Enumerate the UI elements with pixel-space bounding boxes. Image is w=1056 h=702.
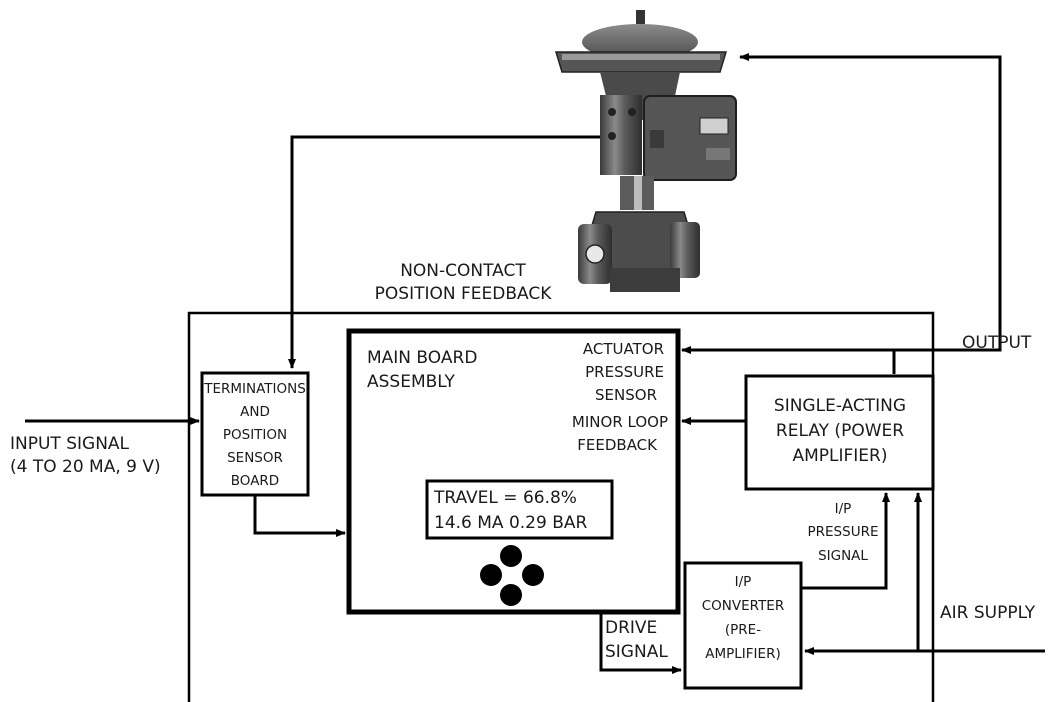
svg-text:BOARD: BOARD [231, 473, 279, 489]
control-valve-image [554, 10, 737, 292]
svg-text:MINOR LOOP: MINOR LOOP [572, 413, 668, 431]
svg-text:TRAVEL = 66.8%: TRAVEL = 66.8% [433, 488, 577, 508]
actuator-dome [582, 24, 698, 60]
converter-box [683, 561, 803, 690]
svg-text:PRESSURE: PRESSURE [585, 363, 664, 381]
output-line [739, 53, 1002, 374]
display-box [425, 479, 614, 540]
positioner-lcd [699, 117, 729, 135]
converter-box-label: I/P CONVERTER (PRE- AMPLIFIER) [702, 574, 784, 662]
four-dot-keypad-icon [480, 545, 544, 606]
svg-text:POSITION FEEDBACK: POSITION FEEDBACK [375, 284, 553, 304]
svg-text:SINGLE-ACTING: SINGLE-ACTING [774, 396, 906, 416]
svg-text:POSITION: POSITION [223, 427, 287, 443]
ip-pressure-line [801, 492, 890, 590]
svg-text:AMPLIFIER): AMPLIFIER) [705, 646, 780, 662]
outlet-flange [670, 222, 700, 278]
svg-text:AND: AND [240, 404, 270, 420]
svg-text:SENSOR: SENSOR [595, 386, 657, 404]
svg-text:SENSOR: SENSOR [227, 450, 283, 466]
drive-signal-label: DRIVE SIGNAL [605, 618, 668, 662]
svg-text:AMPLIFIER): AMPLIFIER) [792, 446, 887, 466]
svg-text:ASSEMBLY: ASSEMBLY [367, 372, 455, 392]
svg-text:14.6 MA 0.29 BAR: 14.6 MA 0.29 BAR [434, 513, 588, 533]
svg-text:SIGNAL: SIGNAL [605, 642, 668, 662]
svg-text:INPUT SIGNAL: INPUT SIGNAL [10, 434, 130, 454]
output-label: OUTPUT [962, 333, 1032, 353]
minor-loop-feedback-label: MINOR LOOP FEEDBACK [572, 413, 668, 454]
air-supply-label: AIR SUPPLY [940, 603, 1036, 623]
positioner-enclosure [187, 311, 935, 702]
termination-to-board-line [253, 495, 346, 537]
non-contact-label: NON-CONTACT POSITION FEEDBACK [375, 261, 553, 304]
actuator-pressure-sensor-label: ACTUATOR PRESSURE SENSOR [583, 340, 664, 404]
svg-text:TERMINATIONS: TERMINATIONS [203, 381, 306, 397]
terminations-box-label: TERMINATIONS AND POSITION SENSOR BOARD [203, 381, 306, 489]
main-board-title: MAIN BOARD ASSEMBLY [367, 348, 477, 392]
svg-text:FEEDBACK: FEEDBACK [577, 436, 658, 454]
display-readout: TRAVEL = 66.8% 14.6 MA 0.29 BAR [433, 488, 588, 533]
svg-text:(4 TO 20 MA, 9 V): (4 TO 20 MA, 9 V) [10, 457, 161, 477]
svg-text:I/P: I/P [735, 574, 752, 590]
input-signal-label: INPUT SIGNAL (4 TO 20 MA, 9 V) [10, 434, 161, 477]
svg-text:MAIN BOARD: MAIN BOARD [367, 348, 477, 368]
svg-text:(PRE-: (PRE- [725, 622, 761, 638]
svg-text:NON-CONTACT: NON-CONTACT [400, 261, 526, 281]
drive-signal-line [599, 612, 682, 674]
relay-box [744, 374, 935, 491]
position-feedback-line [288, 135, 600, 369]
relay-box-label: SINGLE-ACTING RELAY (POWER AMPLIFIER) [774, 396, 906, 466]
svg-text:CONVERTER: CONVERTER [702, 598, 784, 614]
svg-text:RELAY (POWER: RELAY (POWER [776, 421, 904, 441]
svg-text:ACTUATOR: ACTUATOR [583, 340, 664, 358]
svg-text:DRIVE: DRIVE [605, 618, 657, 638]
svg-text:PRESSURE: PRESSURE [808, 524, 879, 540]
svg-text:SIGNAL: SIGNAL [818, 548, 868, 564]
ip-pressure-signal-label: I/P PRESSURE SIGNAL [808, 501, 879, 564]
yoke [600, 95, 642, 175]
svg-text:I/P: I/P [835, 501, 852, 517]
